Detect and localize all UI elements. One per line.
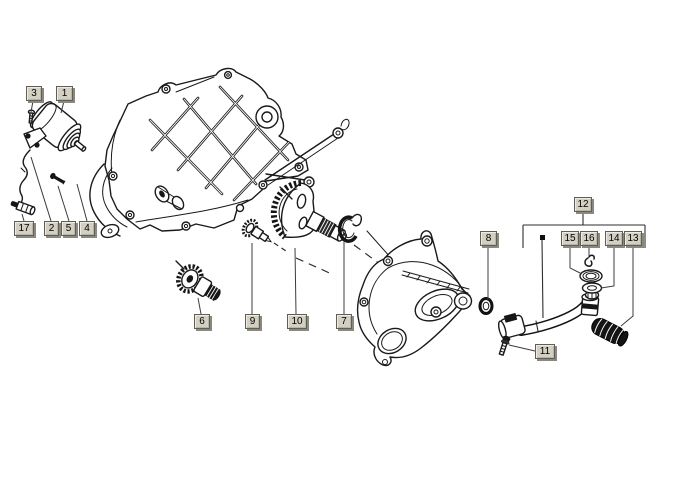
starter-pinion xyxy=(176,264,221,301)
leader-lines xyxy=(21,100,646,352)
washer-15 xyxy=(579,269,603,283)
transmission-cover xyxy=(356,230,473,367)
rubber-grip xyxy=(591,317,629,347)
circlip xyxy=(337,213,363,243)
group-pointer-dot xyxy=(540,235,545,240)
pedal-clamp xyxy=(497,312,526,340)
bushing xyxy=(241,218,273,243)
crankcase xyxy=(89,67,350,239)
shaft-boss xyxy=(580,290,600,317)
washer-14 xyxy=(581,282,603,294)
starter-cable xyxy=(10,149,36,216)
clamp-bolt xyxy=(498,335,511,356)
motor-bracket xyxy=(23,127,47,149)
oil-seal xyxy=(478,297,494,315)
kickstart-lever xyxy=(497,254,629,356)
mount-screw xyxy=(50,172,66,185)
starter-motor xyxy=(10,101,87,216)
spring-clip-16 xyxy=(584,254,595,267)
